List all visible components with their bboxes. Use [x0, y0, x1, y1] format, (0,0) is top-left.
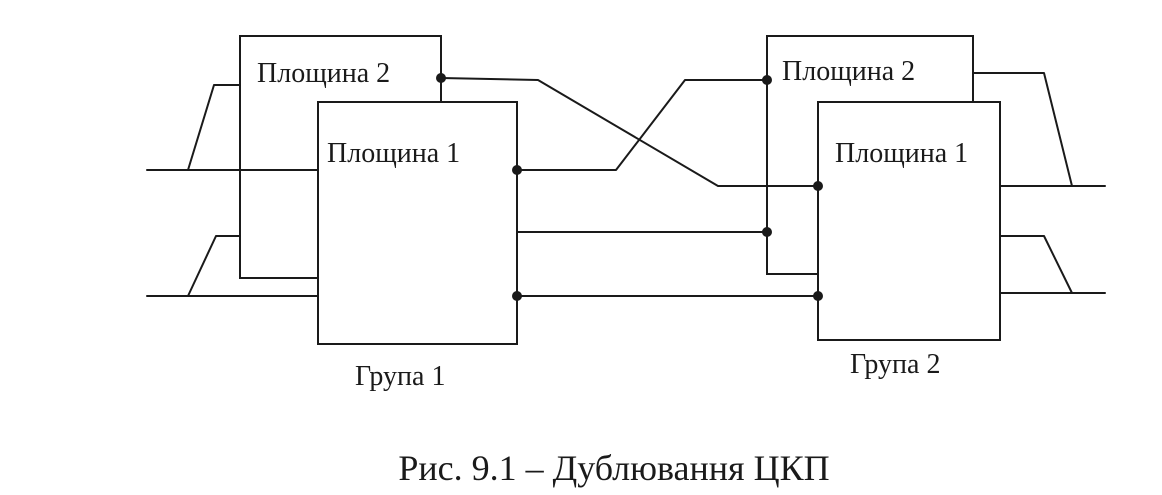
junction-dot — [436, 73, 446, 83]
junction-dot — [762, 227, 772, 237]
group1-plane1-label: Площина 1 — [327, 138, 460, 169]
junction-dot — [762, 75, 772, 85]
output-branch-top — [972, 72, 1073, 187]
group1-plane2-label: Площина 2 — [257, 58, 390, 89]
junction-dot — [813, 291, 823, 301]
figure-caption: Рис. 9.1 – Дублювання ЦКП — [398, 448, 829, 488]
group2-plane2-label: Площина 2 — [782, 56, 915, 87]
link-g1p2-to-g2p1 — [440, 77, 819, 187]
junction-dot — [512, 291, 522, 301]
group2-plane1-box — [817, 101, 1001, 341]
input-branch-bottom — [187, 235, 241, 297]
group2-plane1-label: Площина 1 — [835, 138, 968, 169]
junction-dot — [512, 165, 522, 175]
group1-plane1-box — [317, 101, 518, 345]
group2-label: Група 2 — [850, 349, 940, 380]
link-g1p1-to-g2p2 — [516, 79, 768, 171]
group1-label: Група 1 — [355, 361, 445, 392]
input-branch-top — [187, 84, 241, 171]
junction-dot — [813, 181, 823, 191]
